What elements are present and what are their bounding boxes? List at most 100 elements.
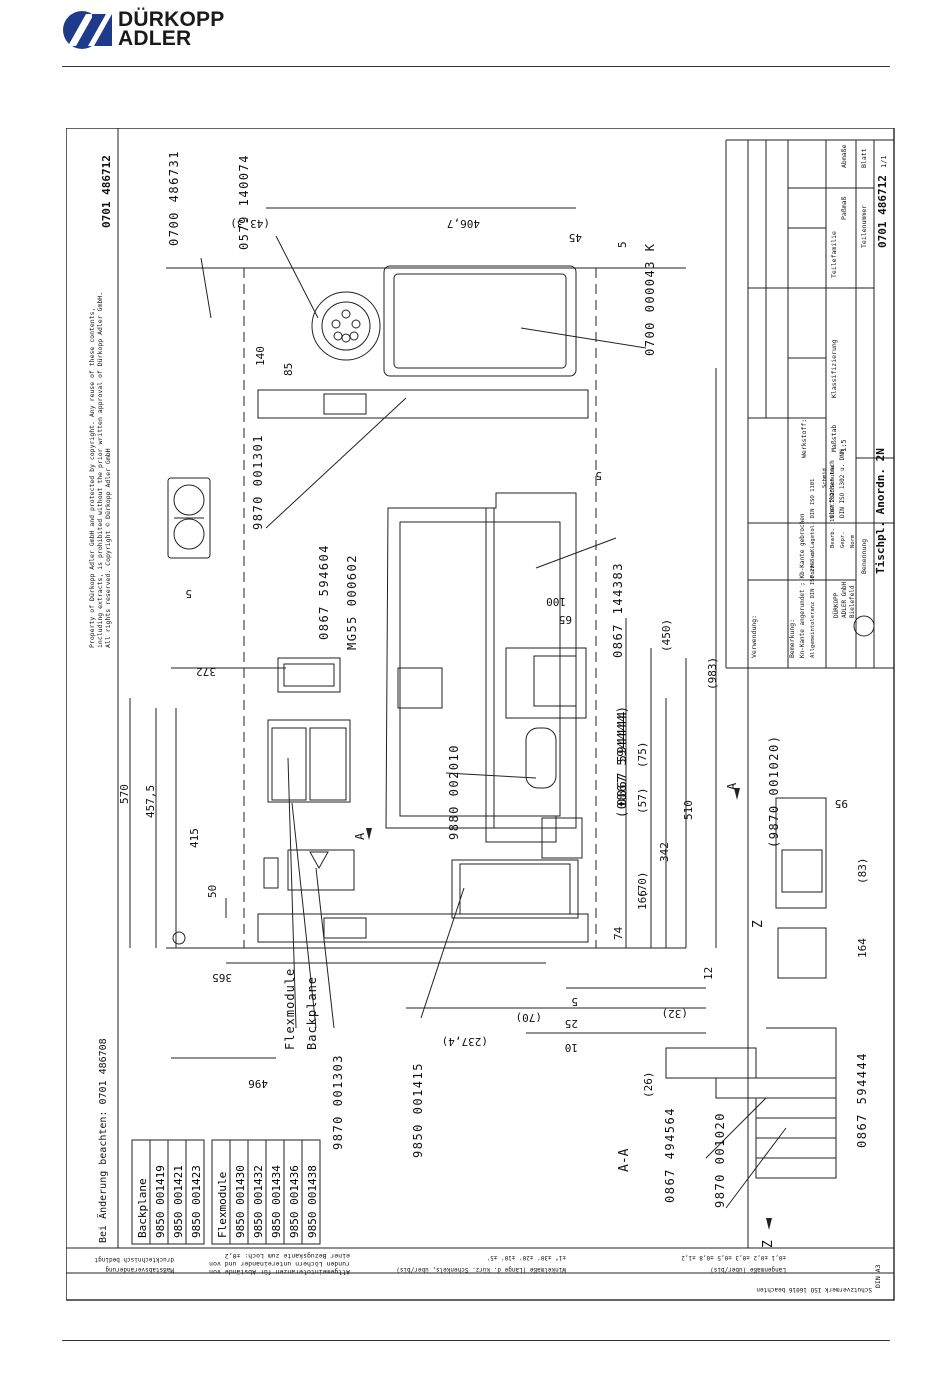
part-label-4: 9870 001301 [251,434,265,530]
brand-line-2: ADLER [118,27,192,50]
title-block-passmass: Paßmaß [840,196,848,220]
title-block-oberflaeche-label: Oberflächen nach [829,460,836,518]
title-block-name-1: Schmid [822,468,828,488]
flexmodule-row-5: 9850 001438 [306,1165,319,1238]
brand-name: DÜRKOPP ADLER [118,8,225,50]
title-block-abmasse: Abmaße [840,144,848,168]
dim-37: (26) [642,1072,655,1099]
title-block-din: DIN A3 [874,1264,882,1288]
tolerance-holes-line-2: runden Löchern untereinander und von [209,1260,350,1268]
title-block-benennung: Benennung [860,539,868,574]
part-label-15: 9870 001020 [713,1112,727,1208]
flexmodule-row-1: 9850 001430 [234,1165,247,1238]
company-logo: DÜRKOPP ADLER [62,8,242,52]
title-block-bemerkung: Bemerkung: [788,619,796,658]
dim-24: (237,4) [442,1035,488,1048]
header-rule [62,66,890,67]
tolerance-lengths-values: ±0,1 ±0,2 ±0,3 ±0,5 ±0,8 ±1,2 [681,1254,786,1261]
dim-19: 12 [702,967,715,980]
part-label-14: 0867 494564 [663,1107,677,1203]
dim-1: (43,3) [230,217,270,230]
technical-drawing: Property of Dürkopp Adler GmbH and prote… [66,128,895,1301]
title-block-form: Form- u. Lagetol. DIN ISO 1101 [810,479,816,578]
duerkopp-adler-logo-icon [63,11,112,49]
dim-31: 496 [248,1077,268,1090]
part-label-11: 9870 001303 [331,1054,345,1150]
backplane-row-1: 9850 001419 [154,1165,167,1238]
flexmodule-label: Flexmodule [283,968,297,1050]
part-label-10: 9880 002010 [447,744,461,840]
part-label-13: (9870 001020) [767,735,781,848]
dim-13: (57) [636,788,649,815]
section-a-label: A [353,832,367,840]
dim-32: 5 [185,587,192,600]
title-block-kanten: Kn-Kante angerundet ; Kb-Kante gebrochen [799,513,806,658]
view-z2-label: Z [761,1240,776,1248]
dim-5: 140 [254,346,267,366]
title-block-number: 0701 486712 [876,175,889,248]
dim-6: 85 [282,363,295,376]
dim-3: 45 [569,231,582,244]
title-block-teilefamilie: Teilefamilie [830,231,838,278]
title-block-verwendung: Verwendung: [750,615,758,658]
dim-12: (75) [636,742,649,769]
change-note: Bei Änderung beachten: 0701 486708 [96,1038,109,1243]
flexmodule-table-title: Flexmodule [216,1172,229,1238]
tolerance-lengths-title: Längenmaße (über/bis) [710,1266,786,1273]
dim-18: 74 [612,926,625,940]
title-block-name-2: Schulte [830,465,836,488]
copyright-line-2: including extracts, is prohibited withou… [96,292,104,648]
dim-7: 5 [595,469,602,482]
brand-line-1: DÜRKOPP [118,8,225,31]
flexmodule-row-3: 9850 001434 [270,1165,283,1238]
dim-4: 5 [616,241,629,248]
dim-33: 95 [835,797,848,810]
dim-35: 164 [856,938,869,958]
drawing-number-left: 0701 486712 [100,155,113,228]
dim-2: 406,7 [447,217,480,230]
dim-34: (83) [856,858,869,885]
title-block-werkstoff: Werkstoff: [800,419,808,458]
title-block-title: Tischpl. Anordn. 2N [874,448,887,574]
part-label-2: 0579 140074 [237,154,251,250]
tolerance-holes-line-1: Allgemeintoleranzen für Abstände von [209,1268,350,1276]
dim-25: 372 [196,665,216,678]
part-label-7: 0867 144383 [611,562,625,658]
title-block-firma-2: ADLER GmbH [841,581,848,618]
dim-30: 365 [212,971,232,984]
title-block-schutz: Schutzvermerk ISO 16016 beachten [756,1286,872,1293]
title-block-blatt: 1/1 [880,155,888,168]
title-block-bearb: Bearb. [830,528,836,548]
title-block-massstab: 1:5 [840,439,848,452]
backplane-row-2: 9850 001421 [172,1165,185,1238]
dim-27: 457,5 [144,785,157,818]
dim-20: 5 [571,995,578,1008]
title-block-klassifizierung: Klassifizierung [830,339,838,398]
title-block-teilenummer: Teilenummer [860,205,868,248]
backplane-table-title: Backplane [136,1178,149,1238]
part-label-16: 0867 594444 [855,1052,869,1148]
dim-21: 25 [565,1017,578,1030]
backplane-row-3: 9850 001423 [190,1165,203,1238]
title-block-blatt-label: Blatt [860,148,868,168]
part-label-6: MG55 000602 [345,554,359,650]
dim-17: 166 [636,890,649,910]
scale-note-line-1: Maßstabsveränderung [105,1266,174,1273]
dim-23: (70) [516,1011,543,1024]
tolerance-angles-title: Winkelmaße (Länge d. kürz. Schenkels, üb… [396,1266,566,1273]
tolerance-holes-line-3: einer Bezugskante zum Loch: ±0,2 [225,1252,350,1260]
part-label-12: 9850 001415 [411,1062,425,1158]
footer-rule [62,1340,890,1341]
dim-14: 510 [682,800,695,820]
title-block-datum: 19.07.2023 [830,489,836,522]
copyright-line-1: Property of Dürkopp Adler GmbH and prote… [88,308,96,648]
dim-10: (450) [660,619,673,652]
dim-22: 10 [565,1041,578,1054]
part-label-8: 0867 594444 [615,710,629,806]
backplane-table: Backplane 9850 001419 9850 001421 9850 0… [131,1139,205,1245]
part-label-1: 0700 486731 [167,150,181,246]
section-a2-label: A [725,782,739,790]
title-block-gepr: Gepr. [840,531,846,548]
dim-8: 100 [546,595,566,608]
dim-36: (32) [662,1007,689,1020]
